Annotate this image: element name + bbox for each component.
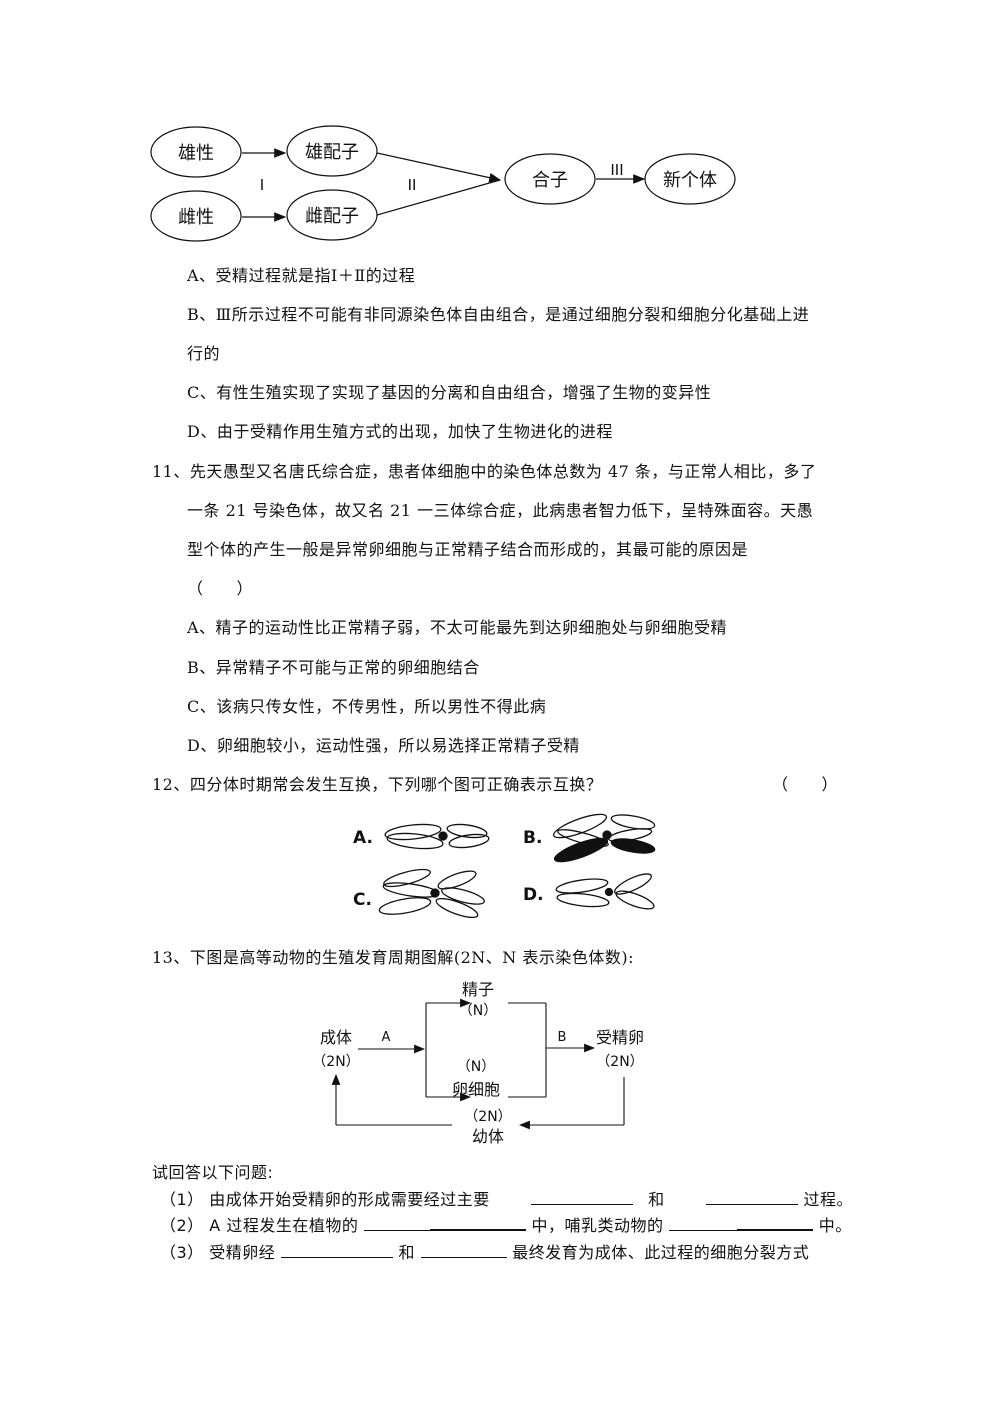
egg-label: 卵细胞 (452, 1080, 500, 1099)
zygote-node (504, 153, 596, 205)
figure-label-a: A. (353, 828, 373, 848)
q10-option-d: D、由于受精作用生殖方式的出现，加快了生物进化的进程 (187, 422, 613, 441)
q11-option-c: C、该病只传女性，不传男性，所以男性不得此病 (187, 697, 547, 716)
q13-sub3-text-b: 和 (398, 1243, 415, 1262)
male-gamete-node (286, 125, 378, 177)
fertilized-egg-ploidy: （2N） (596, 1054, 643, 1070)
reproduction-flow-diagram: 雄性 雌性 雄配子 雌配子 合子 新个体 I II III (150, 125, 736, 242)
q13-stem: 13、下图是高等动物的生殖发育周期图解(2N、N 表示染色体数): (152, 948, 635, 967)
q13-sub2-blank-2[interactable] (669, 1216, 738, 1231)
q13-sub1-blank-2[interactable] (705, 1190, 798, 1205)
new-individual-label: 新个体 (663, 170, 717, 191)
chromosome-figures: A. B. C. D. (353, 813, 656, 919)
q13-sub3: （3） 受精卵经 和 最终发育为成体、此过程的细胞分裂方式 (160, 1239, 809, 1263)
adult-ploidy: （2N） (312, 1054, 359, 1070)
figure-label-c: C. (353, 890, 372, 910)
female-gamete-label: 雌配子 (305, 206, 359, 227)
q13-sub1: （1） 由成体开始受精卵的形成需要经过主要 和 过程。 (160, 1186, 853, 1210)
male-label: 雄性 (178, 143, 214, 164)
chromosome-figure-b (552, 813, 656, 863)
q13-sub1-text-b: 和 (648, 1190, 665, 1209)
q11-stem-line-3: 型个体的产生一般是异常卵细胞与正常精子结合而形成的，其最可能的原因是 (187, 540, 749, 559)
q13-sub2-blank-1[interactable] (363, 1216, 430, 1231)
q11-option-a: A、精子的运动性比正常精子弱，不太可能最先到达卵细胞处与卵细胞受精 (187, 618, 728, 637)
q11-stem-line-1: 11、先天愚型又名唐氏综合症，患者体细胞中的染色体总数为 47 条，与正常人相比… (152, 462, 817, 481)
q13-sub1-blank-1[interactable] (530, 1190, 633, 1205)
q13-sub1-text-c: 过程。 (803, 1190, 853, 1209)
label-b: B (558, 1030, 567, 1045)
q13-sub2-blank-2-ext[interactable] (737, 1215, 814, 1231)
q13-sub3-text-a: 受精卵经 (209, 1243, 276, 1262)
line-female-gamete-to-zygote (376, 179, 501, 216)
q13-sub2-text-a: A 过程发生在植物的 (209, 1216, 359, 1235)
line-male-gamete-to-zygote (376, 152, 502, 183)
q10-option-a: A、受精过程就是指Ⅰ＋Ⅱ的过程 (187, 266, 416, 285)
male-node (150, 126, 242, 178)
label-i: I (260, 176, 264, 194)
zygote-label: 合子 (532, 170, 568, 191)
label-ii: II (408, 176, 417, 194)
q11-option-d: D、卵细胞较小，运动性强，所以易选择正常精子受精 (187, 736, 580, 755)
q13-sub2-blank-1-ext[interactable] (429, 1215, 526, 1231)
juvenile-label: 幼体 (472, 1127, 504, 1146)
q11-stem-line-2: 一条 21 号染色体，故又名 21 一三体综合症，此病患者智力低下，呈特殊面容。… (187, 501, 814, 520)
female-node (150, 190, 242, 242)
sperm-ploidy: （N） (459, 1003, 497, 1019)
figure-label-b: B. (523, 828, 542, 848)
female-label: 雌性 (178, 207, 214, 228)
q13-sub2-text-c: 中。 (818, 1216, 852, 1235)
fertilized-egg-label: 受精卵 (596, 1028, 644, 1047)
q13-sub1-text-a: 由成体开始受精卵的形成需要经过主要 (209, 1190, 490, 1209)
q13-sub3-blank-2[interactable] (420, 1243, 507, 1258)
q13-sub2: （2） A 过程发生在植物的 中，哺乳类动物的 中。 (160, 1212, 852, 1236)
sperm-label: 精子 (462, 980, 494, 999)
q11-bracket: （ ） (187, 579, 254, 598)
chromosome-figure-a (384, 823, 490, 850)
q13-sub1-num: （1） (160, 1190, 204, 1209)
juvenile-ploidy: （2N） (464, 1109, 511, 1125)
q12-bracket: （ ） (772, 775, 839, 794)
q13-sub3-num: （3） (160, 1243, 204, 1262)
q13-sub3-text-c: 最终发育为成体、此过程的细胞分裂方式 (512, 1243, 810, 1262)
q13-sub2-num: （2） (160, 1216, 204, 1235)
egg-ploidy: （N） (457, 1059, 495, 1075)
adult-label: 成体 (320, 1028, 352, 1047)
figure-label-d: D. (523, 885, 544, 905)
chromosome-figure-c (378, 868, 485, 919)
q12-stem: 12、四分体时期常会发生互换，下列哪个图可正确表示互换？ (152, 775, 603, 794)
male-gamete-label: 雄配子 (305, 142, 359, 163)
label-iii: III (610, 161, 623, 179)
q13-sub2-text-b: 中，哺乳类动物的 (531, 1216, 664, 1235)
q13-sub3-blank-1[interactable] (280, 1243, 393, 1258)
q13-prompt: 试回答以下问题: (152, 1163, 274, 1182)
life-cycle-diagram: 成体 （2N） A 精子 （N） （N） 卵细胞 B 受精卵 （2N） （2N）… (312, 980, 644, 1146)
label-a: A (382, 1030, 391, 1045)
chromosome-figure-d (555, 873, 655, 910)
q10-option-b: B、Ⅲ所示过程不可能有非同源染色体自由组合，是通过细胞分裂和细胞分化基础上进 (187, 305, 810, 324)
q11-option-b: B、异常精子不可能与正常的卵细胞结合 (187, 658, 480, 677)
q10-option-b-cont: 行的 (187, 344, 221, 363)
q10-option-c: C、有性生殖实现了实现了基因的分离和自由组合，增强了生物的变异性 (187, 383, 712, 402)
